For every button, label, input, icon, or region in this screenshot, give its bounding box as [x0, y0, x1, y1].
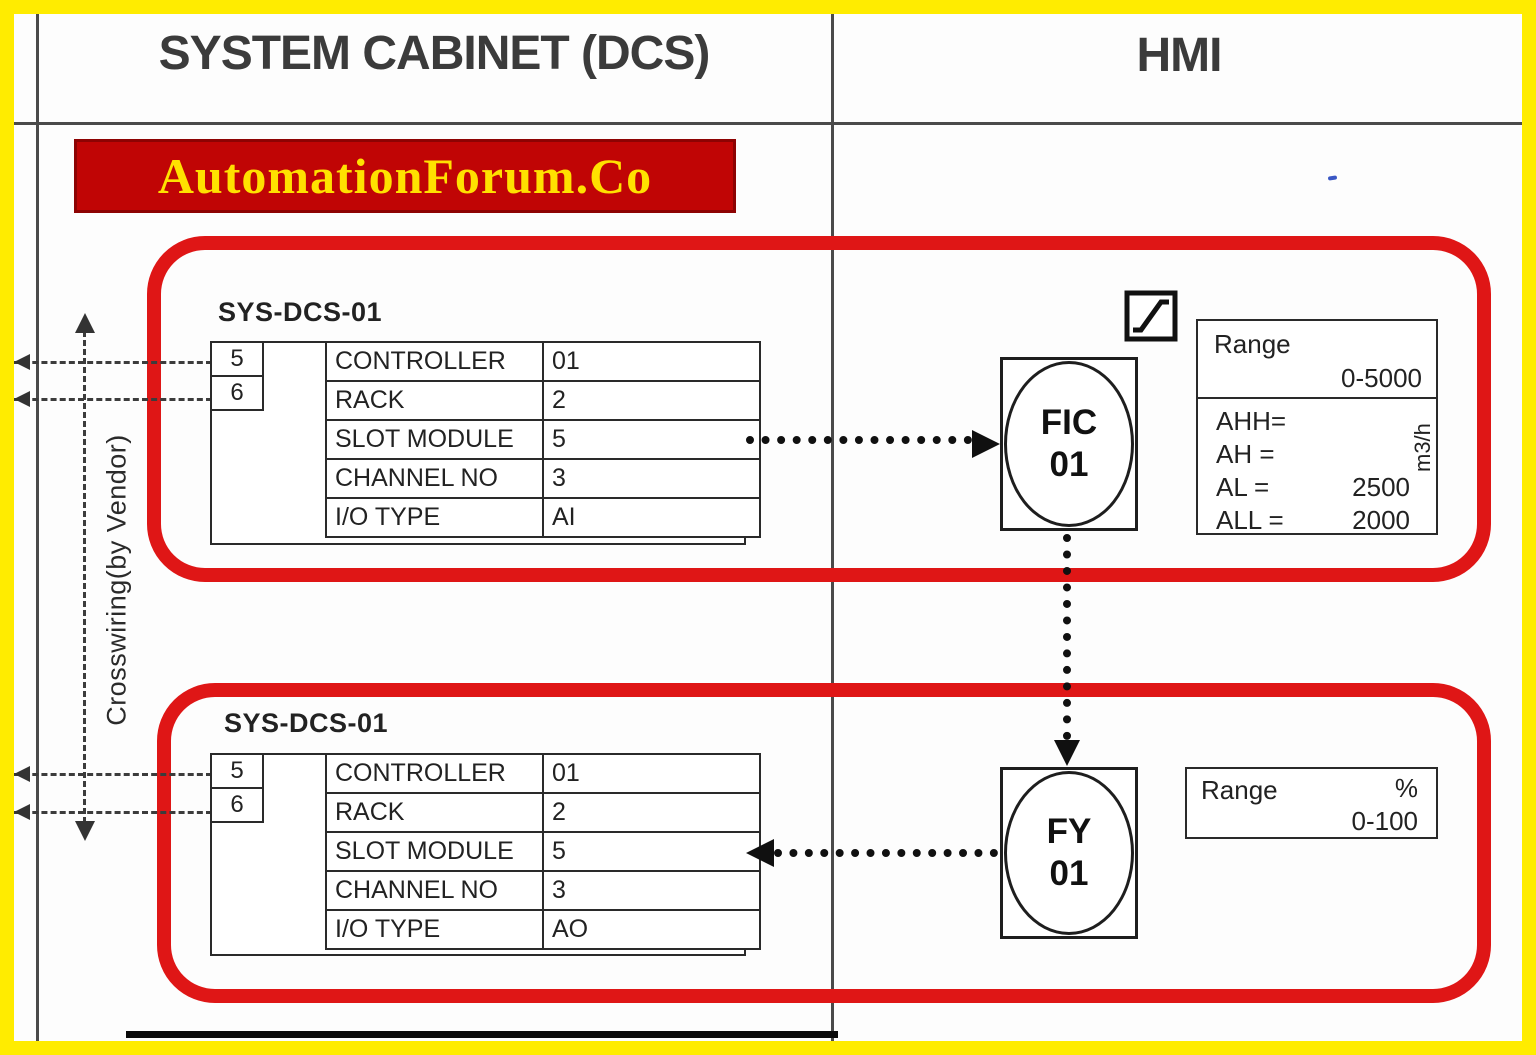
alarm-row: ALL = 2000	[1198, 504, 1436, 537]
io-value-cell: 01	[542, 753, 761, 794]
header-rule	[14, 122, 1522, 125]
left-border-rule	[36, 14, 39, 1041]
arrowhead-up-icon	[75, 313, 95, 333]
range-title: Range	[1214, 329, 1291, 359]
io-value-cell: AI	[542, 497, 761, 538]
watermark-banner: AutomationForum.Co	[74, 139, 736, 213]
column-divider-rule	[831, 14, 834, 1041]
bottom-sheet-edge	[126, 1031, 838, 1038]
io-label-cell: SLOT MODULE	[325, 831, 544, 872]
io-label-cell: I/O TYPE	[325, 909, 544, 950]
loop1-tag-label: SYS-DCS-01	[218, 297, 383, 327]
table-row: CHANNEL NO 3	[325, 870, 761, 911]
instrument-tag: FY	[1046, 812, 1092, 851]
crosswiring-vertical-line	[83, 331, 86, 823]
range-value: 0-5000	[1341, 363, 1422, 393]
table-row: CONTROLLER 01	[325, 341, 761, 382]
io-label-cell: CONTROLLER	[325, 341, 544, 382]
instrument-fic01: FIC 01	[1000, 357, 1138, 531]
table-row: SLOT MODULE 5	[325, 831, 761, 872]
io-value-cell: 2	[542, 792, 761, 833]
arrowhead-left-icon	[14, 804, 30, 820]
loop1-signal-line	[746, 436, 972, 444]
crosswiring-line-1	[14, 361, 212, 364]
loop1-io-table: CONTROLLER 01 RACK 2 SLOT MODULE 5 CHANN…	[325, 341, 761, 538]
io-value-cell: 3	[542, 458, 761, 499]
alarm-row: AL = 2500	[1198, 471, 1436, 504]
io-label-cell: CHANNEL NO	[325, 870, 544, 911]
io-value-cell: 5	[542, 831, 761, 872]
arrowhead-left-icon	[746, 839, 774, 867]
range-divider	[1198, 397, 1436, 399]
alarm-row: AH =	[1198, 438, 1436, 471]
alarm-value: 2000	[1352, 505, 1410, 535]
alarm-label: AL =	[1216, 472, 1270, 502]
instrument-number: 01	[1049, 854, 1089, 893]
loop1-terminal-6: 6	[210, 375, 264, 411]
io-label-cell: RACK	[325, 380, 544, 421]
io-label-cell: I/O TYPE	[325, 497, 544, 538]
io-label-cell: RACK	[325, 792, 544, 833]
instrument-circle: FIC 01	[1004, 361, 1134, 527]
io-label-cell: CONTROLLER	[325, 753, 544, 794]
highlight-ring-loop2	[157, 683, 1491, 1003]
alarm-label: AHH=	[1216, 406, 1287, 436]
io-value-cell: 01	[542, 341, 761, 382]
io-value-cell: AO	[542, 909, 761, 950]
loop2-terminal-5: 5	[210, 753, 264, 789]
table-row: RACK 2	[325, 792, 761, 833]
instrument-fy01: FY 01	[1000, 767, 1138, 939]
crosswiring-line-2	[14, 398, 212, 401]
range-unit: %	[1394, 773, 1418, 803]
range-value: 0-100	[1351, 806, 1419, 836]
loop1-range-box: Range 0-5000 AHH= AH = AL = 2500 ALL = 2…	[1196, 319, 1438, 535]
range-unit: m3/h	[1410, 423, 1435, 473]
arrowhead-left-icon	[14, 354, 30, 370]
crosswiring-label: Crosswiring(by Vendor)	[101, 434, 132, 726]
io-label-cell: CHANNEL NO	[325, 458, 544, 499]
io-value-cell: 3	[542, 870, 761, 911]
table-row: I/O TYPE AI	[325, 497, 761, 538]
watermark-text: AutomationForum.Co	[157, 148, 653, 204]
highlight-ring-loop1	[147, 236, 1491, 582]
table-row: RACK 2	[325, 380, 761, 421]
arrowhead-down-icon	[1054, 740, 1080, 766]
loop1-terminal-5: 5	[210, 341, 264, 377]
loop2-terminal-6: 6	[210, 787, 264, 823]
column-header-hmi: HMI	[1136, 29, 1223, 82]
interloop-signal-line	[1063, 534, 1071, 740]
arrowhead-left-icon	[14, 391, 30, 407]
arrowhead-left-icon	[14, 766, 30, 782]
crosswiring-line-3	[14, 773, 212, 776]
table-row: CONTROLLER 01	[325, 753, 761, 794]
io-label-cell: SLOT MODULE	[325, 419, 544, 460]
io-value-cell: 2	[542, 380, 761, 421]
instrument-tag: FIC	[1040, 403, 1098, 442]
loop2-range-box: Range % 0-100	[1185, 767, 1438, 839]
table-row: SLOT MODULE 5	[325, 419, 761, 460]
arrowhead-right-icon	[972, 430, 1000, 458]
crosswiring-line-4	[14, 811, 212, 814]
range-title: Range	[1201, 775, 1278, 805]
alarm-label: ALL =	[1216, 505, 1284, 535]
table-row: CHANNEL NO 3	[325, 458, 761, 499]
alarm-value: 2500	[1352, 472, 1410, 502]
alarm-list: AHH= AH = AL = 2500 ALL = 2000	[1198, 405, 1436, 537]
loop2-io-table: CONTROLLER 01 RACK 2 SLOT MODULE 5 CHANN…	[325, 753, 761, 950]
loop2-tag-label: SYS-DCS-01	[224, 708, 389, 738]
transfer-function-icon	[1124, 290, 1178, 342]
instrument-circle: FY 01	[1004, 771, 1134, 935]
io-value-cell: 5	[542, 419, 761, 460]
loop2-signal-line	[774, 849, 998, 857]
table-row: I/O TYPE AO	[325, 909, 761, 950]
alarm-label: AH =	[1216, 439, 1275, 469]
column-header-system-cabinet: SYSTEM CABINET (DCS)	[158, 27, 711, 80]
instrument-number: 01	[1049, 445, 1089, 484]
alarm-row: AHH=	[1198, 405, 1436, 438]
arrowhead-down-icon	[75, 821, 95, 841]
